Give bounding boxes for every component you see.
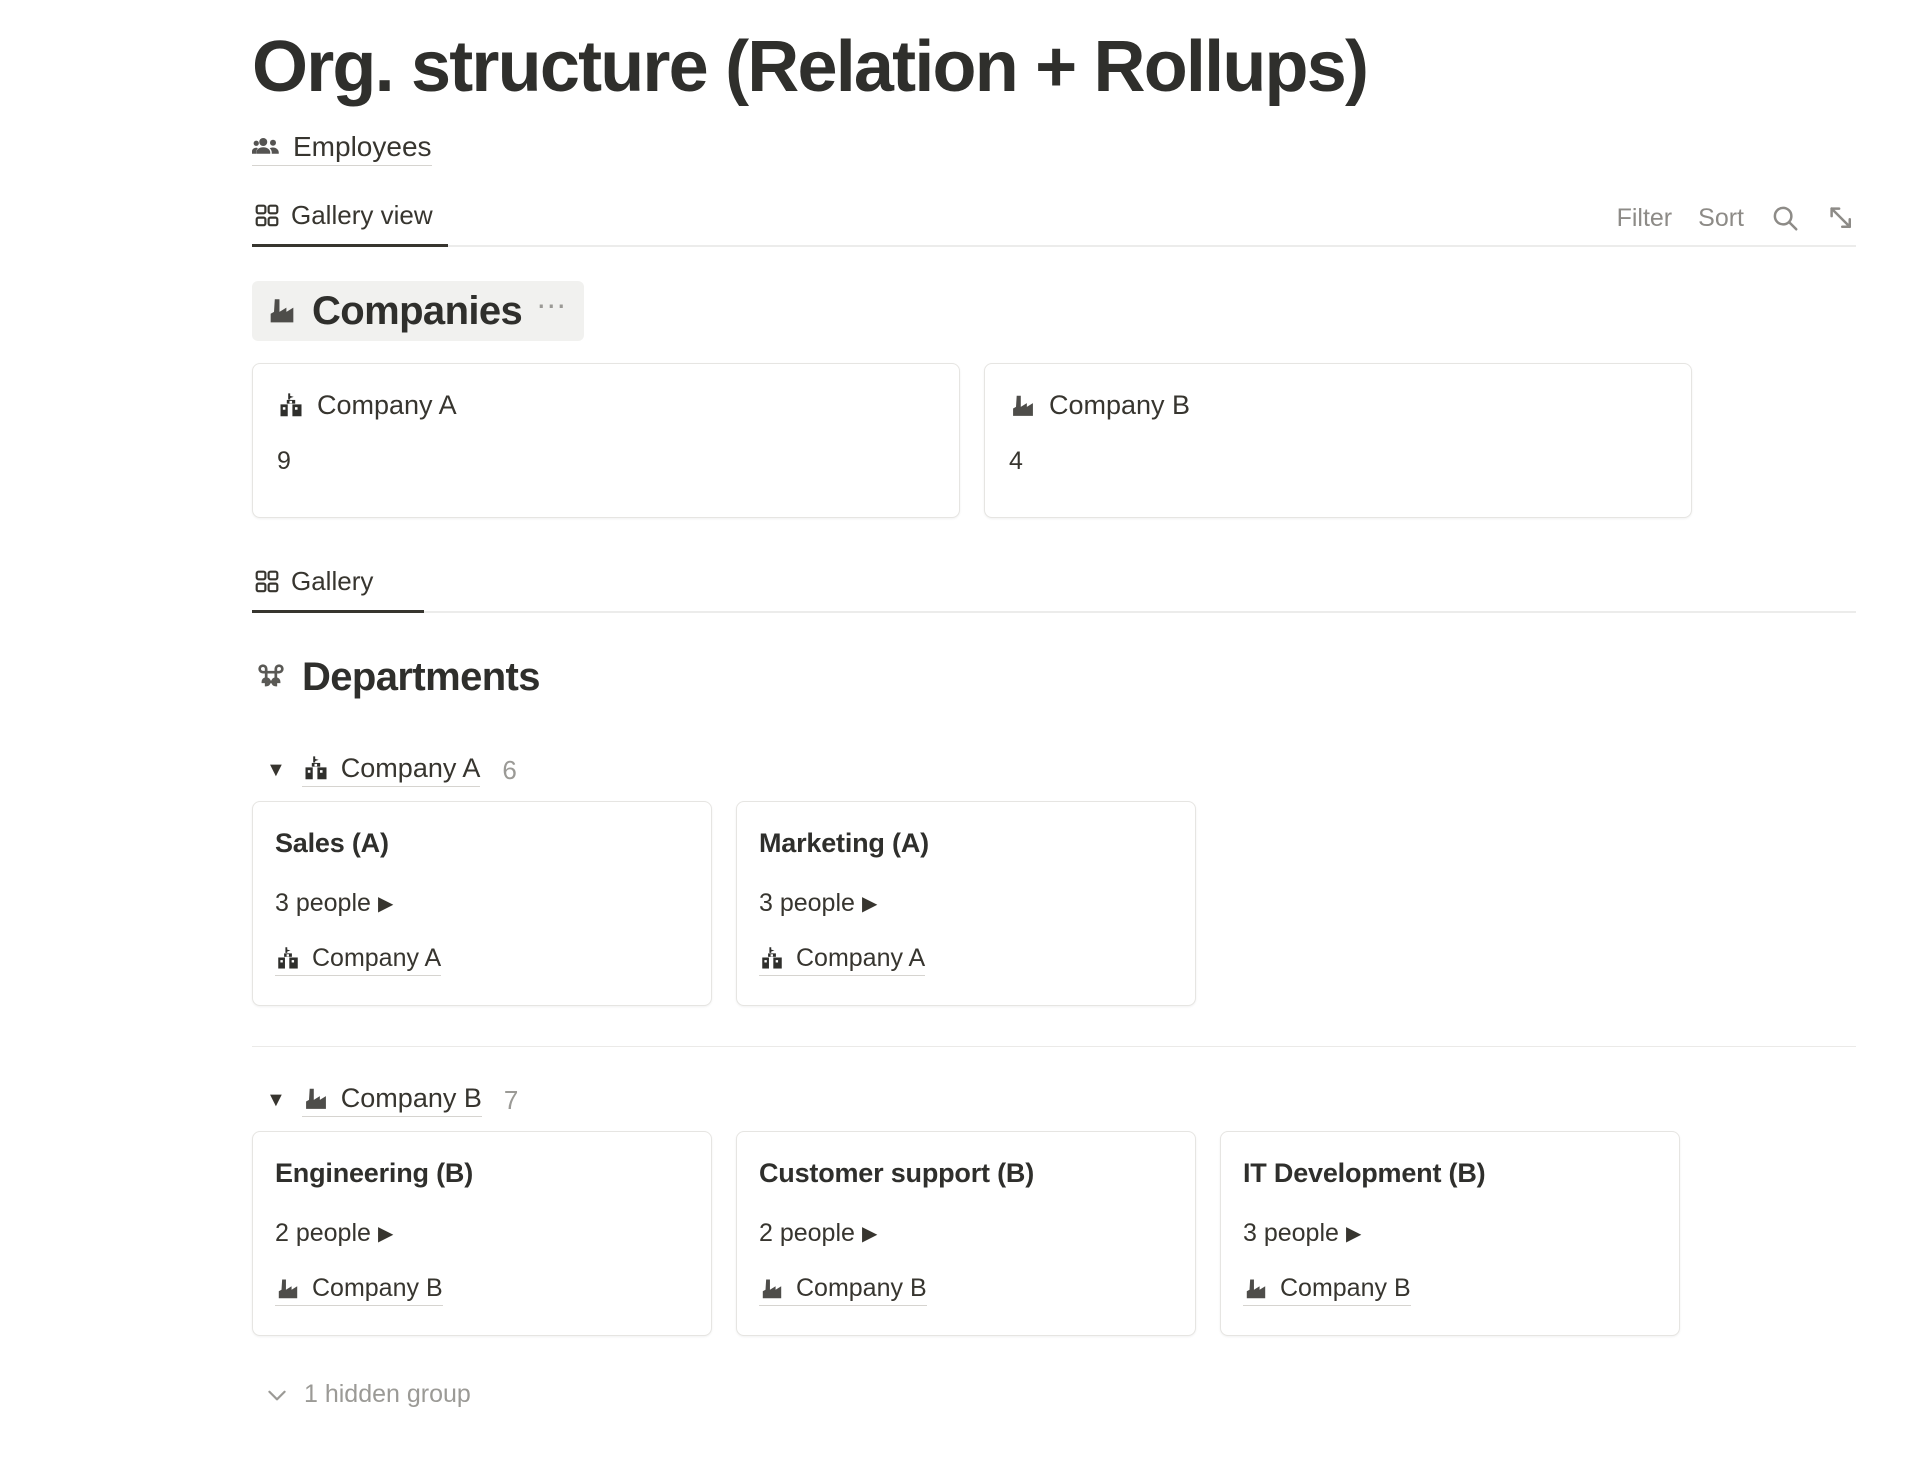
department-card-people: 3 people ▶: [1243, 1219, 1657, 1248]
department-card-people: 2 people ▶: [275, 1219, 689, 1248]
relation-label: Company B: [796, 1274, 927, 1303]
institution-icon: [759, 946, 785, 972]
expand-triangle-icon[interactable]: ▶: [377, 892, 394, 915]
people-count-label: 2 people: [759, 1219, 855, 1248]
tab-gallery[interactable]: Gallery: [252, 562, 379, 611]
company-card-value: 4: [1009, 447, 1023, 476]
caret-down-icon[interactable]: ▼: [266, 1089, 286, 1112]
factory-icon: [1243, 1276, 1269, 1302]
command-loop-icon: [254, 660, 288, 694]
group-label: Company A: [340, 753, 481, 784]
relation-label: Company B: [312, 1274, 443, 1303]
group-header-company-a[interactable]: ▼ Company A 6: [252, 753, 1856, 788]
people-count-label: 3 people: [275, 889, 371, 918]
company-card[interactable]: Company B 4: [984, 363, 1692, 519]
company-card-name: Company A: [317, 390, 457, 421]
gallery-grid-icon: [254, 569, 280, 595]
section-header-departments[interactable]: Departments: [252, 647, 542, 707]
department-card-title: Engineering (B): [275, 1158, 473, 1189]
group-divider: [252, 1046, 1856, 1048]
institution-icon: [277, 392, 305, 420]
expand-triangle-icon[interactable]: ▶: [377, 1222, 394, 1245]
company-card-title: Company A: [277, 390, 935, 421]
relation-label: Company B: [1280, 1274, 1411, 1303]
section-title-companies: Companies: [312, 289, 523, 334]
breadcrumb-link-employees[interactable]: Employees: [252, 131, 432, 167]
department-card-people: 3 people ▶: [275, 889, 689, 918]
department-card[interactable]: Sales (A) 3 people ▶ Com: [252, 801, 712, 1007]
expand-triangle-icon[interactable]: ▶: [861, 892, 878, 915]
people-group-icon: [252, 132, 282, 162]
factory-icon: [266, 295, 298, 327]
group-link-company-b[interactable]: Company B: [301, 1083, 482, 1118]
institution-icon: [302, 755, 330, 783]
department-card-relation[interactable]: Company B: [759, 1274, 927, 1307]
section-title-departments: Departments: [302, 655, 541, 700]
group-count: 7: [503, 1084, 519, 1115]
department-card[interactable]: Engineering (B) 2 people ▶ Company B: [252, 1131, 712, 1337]
breadcrumb-label: Employees: [293, 131, 432, 163]
group-header-company-b[interactable]: ▼ Company B 7: [252, 1083, 1856, 1118]
company-card[interactable]: Company A 9: [252, 363, 960, 519]
view-toolbar-bottom: Gallery: [252, 562, 1856, 614]
relation-label: Company A: [796, 944, 926, 973]
group-link-company-a[interactable]: Company A: [301, 753, 481, 788]
department-card-relation[interactable]: Company B: [1243, 1274, 1411, 1307]
company-card-value: 9: [277, 447, 291, 476]
department-card-relation[interactable]: Company B: [275, 1274, 443, 1307]
people-count-label: 3 people: [759, 889, 855, 918]
expand-diagonal-icon[interactable]: [1826, 203, 1856, 233]
institution-icon: [275, 946, 301, 972]
department-card-title: Customer support (B): [759, 1158, 1034, 1189]
company-card-title: Company B: [1009, 390, 1667, 421]
factory-icon: [302, 1085, 330, 1113]
department-card-people: 3 people ▶: [759, 889, 1173, 918]
group-label: Company B: [340, 1083, 482, 1114]
department-card-title: IT Development (B): [1243, 1158, 1486, 1189]
breadcrumb: Employees: [252, 131, 1856, 167]
view-toolbar-actions: Filter Sort: [1617, 203, 1856, 245]
group-count: 6: [502, 754, 517, 785]
department-card[interactable]: Customer support (B) 2 people ▶ Company …: [736, 1131, 1196, 1337]
sort-button[interactable]: Sort: [1698, 203, 1744, 232]
company-card-name: Company B: [1049, 390, 1191, 421]
departments-card-row-b: Engineering (B) 2 people ▶ Company B Cus…: [252, 1131, 1856, 1337]
filter-button[interactable]: Filter: [1616, 203, 1673, 232]
view-toolbar-top: Gallery view Filter Sort: [252, 196, 1856, 248]
section-header-companies[interactable]: Companies ⋯: [252, 281, 585, 342]
department-card[interactable]: IT Development (B) 3 people ▶ Company B: [1220, 1131, 1680, 1337]
expand-triangle-icon[interactable]: ▶: [861, 1222, 878, 1245]
departments-card-row-a: Sales (A) 3 people ▶ Com: [252, 801, 1856, 1007]
gallery-grid-icon: [254, 203, 280, 229]
people-count-label: 2 people: [275, 1219, 371, 1248]
hidden-group-label: 1 hidden group: [304, 1380, 471, 1409]
tab-gallery-view[interactable]: Gallery view: [252, 196, 439, 245]
section-menu-icon[interactable]: ⋯: [536, 290, 569, 324]
page-root: Org. structure (Relation + Rollups) Empl…: [252, 27, 1856, 1409]
department-card-title: Sales (A): [275, 828, 389, 859]
companies-card-row: Company A 9 Company B 4: [252, 363, 1856, 519]
tab-gallery-view-label: Gallery view: [291, 200, 433, 231]
department-card[interactable]: Marketing (A) 3 people ▶: [736, 801, 1196, 1007]
hidden-group-toggle[interactable]: 1 hidden group: [264, 1380, 471, 1409]
search-icon[interactable]: [1770, 203, 1800, 233]
people-count-label: 3 people: [1243, 1219, 1339, 1248]
factory-icon: [1009, 392, 1037, 420]
department-card-title: Marketing (A): [759, 828, 929, 859]
relation-label: Company A: [312, 944, 442, 973]
department-card-people: 2 people ▶: [759, 1219, 1173, 1248]
expand-triangle-icon[interactable]: ▶: [1345, 1222, 1362, 1245]
department-card-relation[interactable]: Company A: [275, 944, 442, 977]
tab-gallery-label: Gallery: [291, 566, 374, 597]
department-card-relation[interactable]: Company A: [759, 944, 926, 977]
factory-icon: [275, 1276, 301, 1302]
page-title: Org. structure (Relation + Rollups): [252, 27, 1369, 107]
factory-icon: [759, 1276, 785, 1302]
chevron-down-icon: [264, 1382, 290, 1408]
caret-down-icon[interactable]: ▼: [266, 759, 286, 782]
